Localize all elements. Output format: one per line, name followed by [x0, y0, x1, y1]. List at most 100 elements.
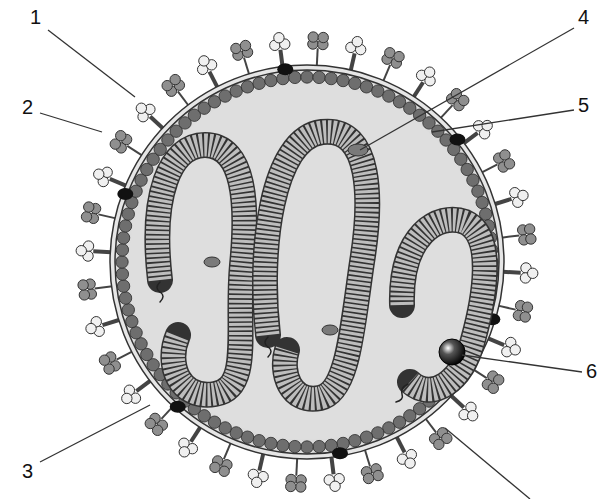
neuraminidase-head: [78, 280, 88, 290]
neuraminidase-head: [210, 462, 220, 472]
matrix-bead: [289, 440, 301, 452]
spike-stem: [413, 82, 423, 97]
nucleoprotein-blob: [322, 325, 338, 335]
matrix-bead: [372, 85, 384, 97]
spike-stem: [95, 286, 113, 288]
matrix-bead: [130, 327, 142, 339]
neuraminidase-head: [524, 224, 534, 234]
neuraminidase-head: [116, 131, 126, 141]
matrix-bead: [116, 256, 128, 268]
neuraminidase-head: [459, 95, 469, 105]
neuraminidase-head: [488, 383, 498, 393]
rnp-coil: [265, 132, 367, 399]
leader-line: [40, 405, 150, 462]
hemagglutinin-head: [136, 103, 146, 113]
spike-stem: [494, 199, 511, 204]
hemagglutinin-head: [467, 411, 477, 421]
ion-channel: [449, 134, 465, 146]
matrix-bead: [349, 434, 361, 446]
spike-stem: [316, 48, 319, 66]
neuraminidase-head: [318, 32, 328, 42]
neuraminidase-head: [504, 159, 514, 169]
neuraminidase-head: [170, 74, 180, 84]
matrix-bead: [116, 268, 128, 280]
matrix-bead: [122, 304, 134, 316]
matrix-layer: [116, 63, 501, 459]
hemagglutinin-head: [251, 477, 261, 487]
spike-stem: [191, 427, 201, 442]
matrix-bead: [230, 85, 242, 97]
callout-number: 4: [578, 6, 589, 28]
matrix-bead: [117, 280, 129, 292]
spike-stem: [488, 338, 505, 345]
spike-stem: [117, 351, 133, 359]
hemagglutinin-head: [330, 481, 340, 491]
spike-stem: [209, 72, 217, 88]
spike-stem: [383, 65, 390, 82]
matrix-bead: [122, 208, 134, 220]
leader-line: [40, 113, 102, 132]
spike-stem: [463, 133, 477, 144]
neuraminidase-head: [296, 482, 306, 492]
neuraminidase-head: [99, 355, 109, 365]
hemagglutinin-head: [510, 345, 520, 355]
hemagglutinin-head: [86, 323, 96, 333]
leader-line: [48, 30, 135, 97]
callout-number: 6: [586, 360, 597, 382]
neuraminidase-head: [522, 302, 532, 312]
hemagglutinin-head: [179, 447, 189, 457]
spike-stem: [98, 214, 116, 218]
spike-stem: [102, 320, 119, 325]
rnp-coil-turns: [157, 145, 244, 395]
rna-tail: [265, 337, 271, 357]
spike-stem: [331, 456, 333, 474]
hemagglutinin-head: [424, 67, 434, 77]
neuraminidase-head: [84, 202, 94, 212]
matrix-bead: [253, 77, 265, 89]
spike-stem: [178, 91, 189, 105]
neuraminidase-head: [240, 40, 250, 50]
matrix-bead: [383, 422, 395, 434]
leader-lines: [40, 28, 582, 499]
matrix-bead: [241, 431, 253, 443]
matrix-bead: [219, 90, 231, 102]
hemagglutinin-head: [482, 120, 492, 130]
matrix-bead: [265, 437, 277, 449]
spike-stem: [501, 235, 519, 237]
surface-spikes: [76, 32, 538, 492]
matrix-bead: [265, 74, 277, 86]
matrix-bead: [119, 292, 131, 304]
spike-stem: [365, 449, 370, 466]
hemagglutinin-head: [405, 458, 415, 468]
matrix-bead: [467, 174, 479, 186]
nucleoprotein-blob: [204, 257, 220, 267]
spike-stem: [127, 146, 142, 156]
spike-stem: [224, 443, 231, 460]
ion-channel: [170, 401, 186, 413]
spike-stem: [498, 306, 516, 310]
rnp-coil: [157, 145, 244, 395]
callout-number: 3: [22, 460, 33, 482]
spike-stem: [425, 418, 436, 432]
matrix-bead: [126, 315, 138, 327]
spike-stem: [136, 380, 150, 391]
matrix-bead: [337, 74, 349, 86]
callout-number: 5: [578, 94, 589, 116]
matrix-bead: [360, 81, 372, 93]
matrix-bead: [119, 220, 131, 232]
hemagglutinin-head: [94, 169, 104, 179]
hemagglutinin-head: [528, 268, 538, 278]
hemagglutinin-head: [274, 33, 284, 43]
neuraminidase-head: [520, 312, 530, 322]
spike-stem: [295, 458, 298, 476]
matrix-bead: [472, 185, 484, 197]
rna-tail: [396, 384, 408, 402]
neuraminidase-head: [434, 439, 444, 449]
matrix-bead: [313, 71, 325, 83]
matrix-bead: [301, 441, 313, 453]
nucleoprotein-blob: [348, 144, 368, 156]
rnp-segments: [157, 132, 485, 402]
neuraminidase-head: [394, 51, 404, 61]
spike-stem: [110, 179, 127, 186]
